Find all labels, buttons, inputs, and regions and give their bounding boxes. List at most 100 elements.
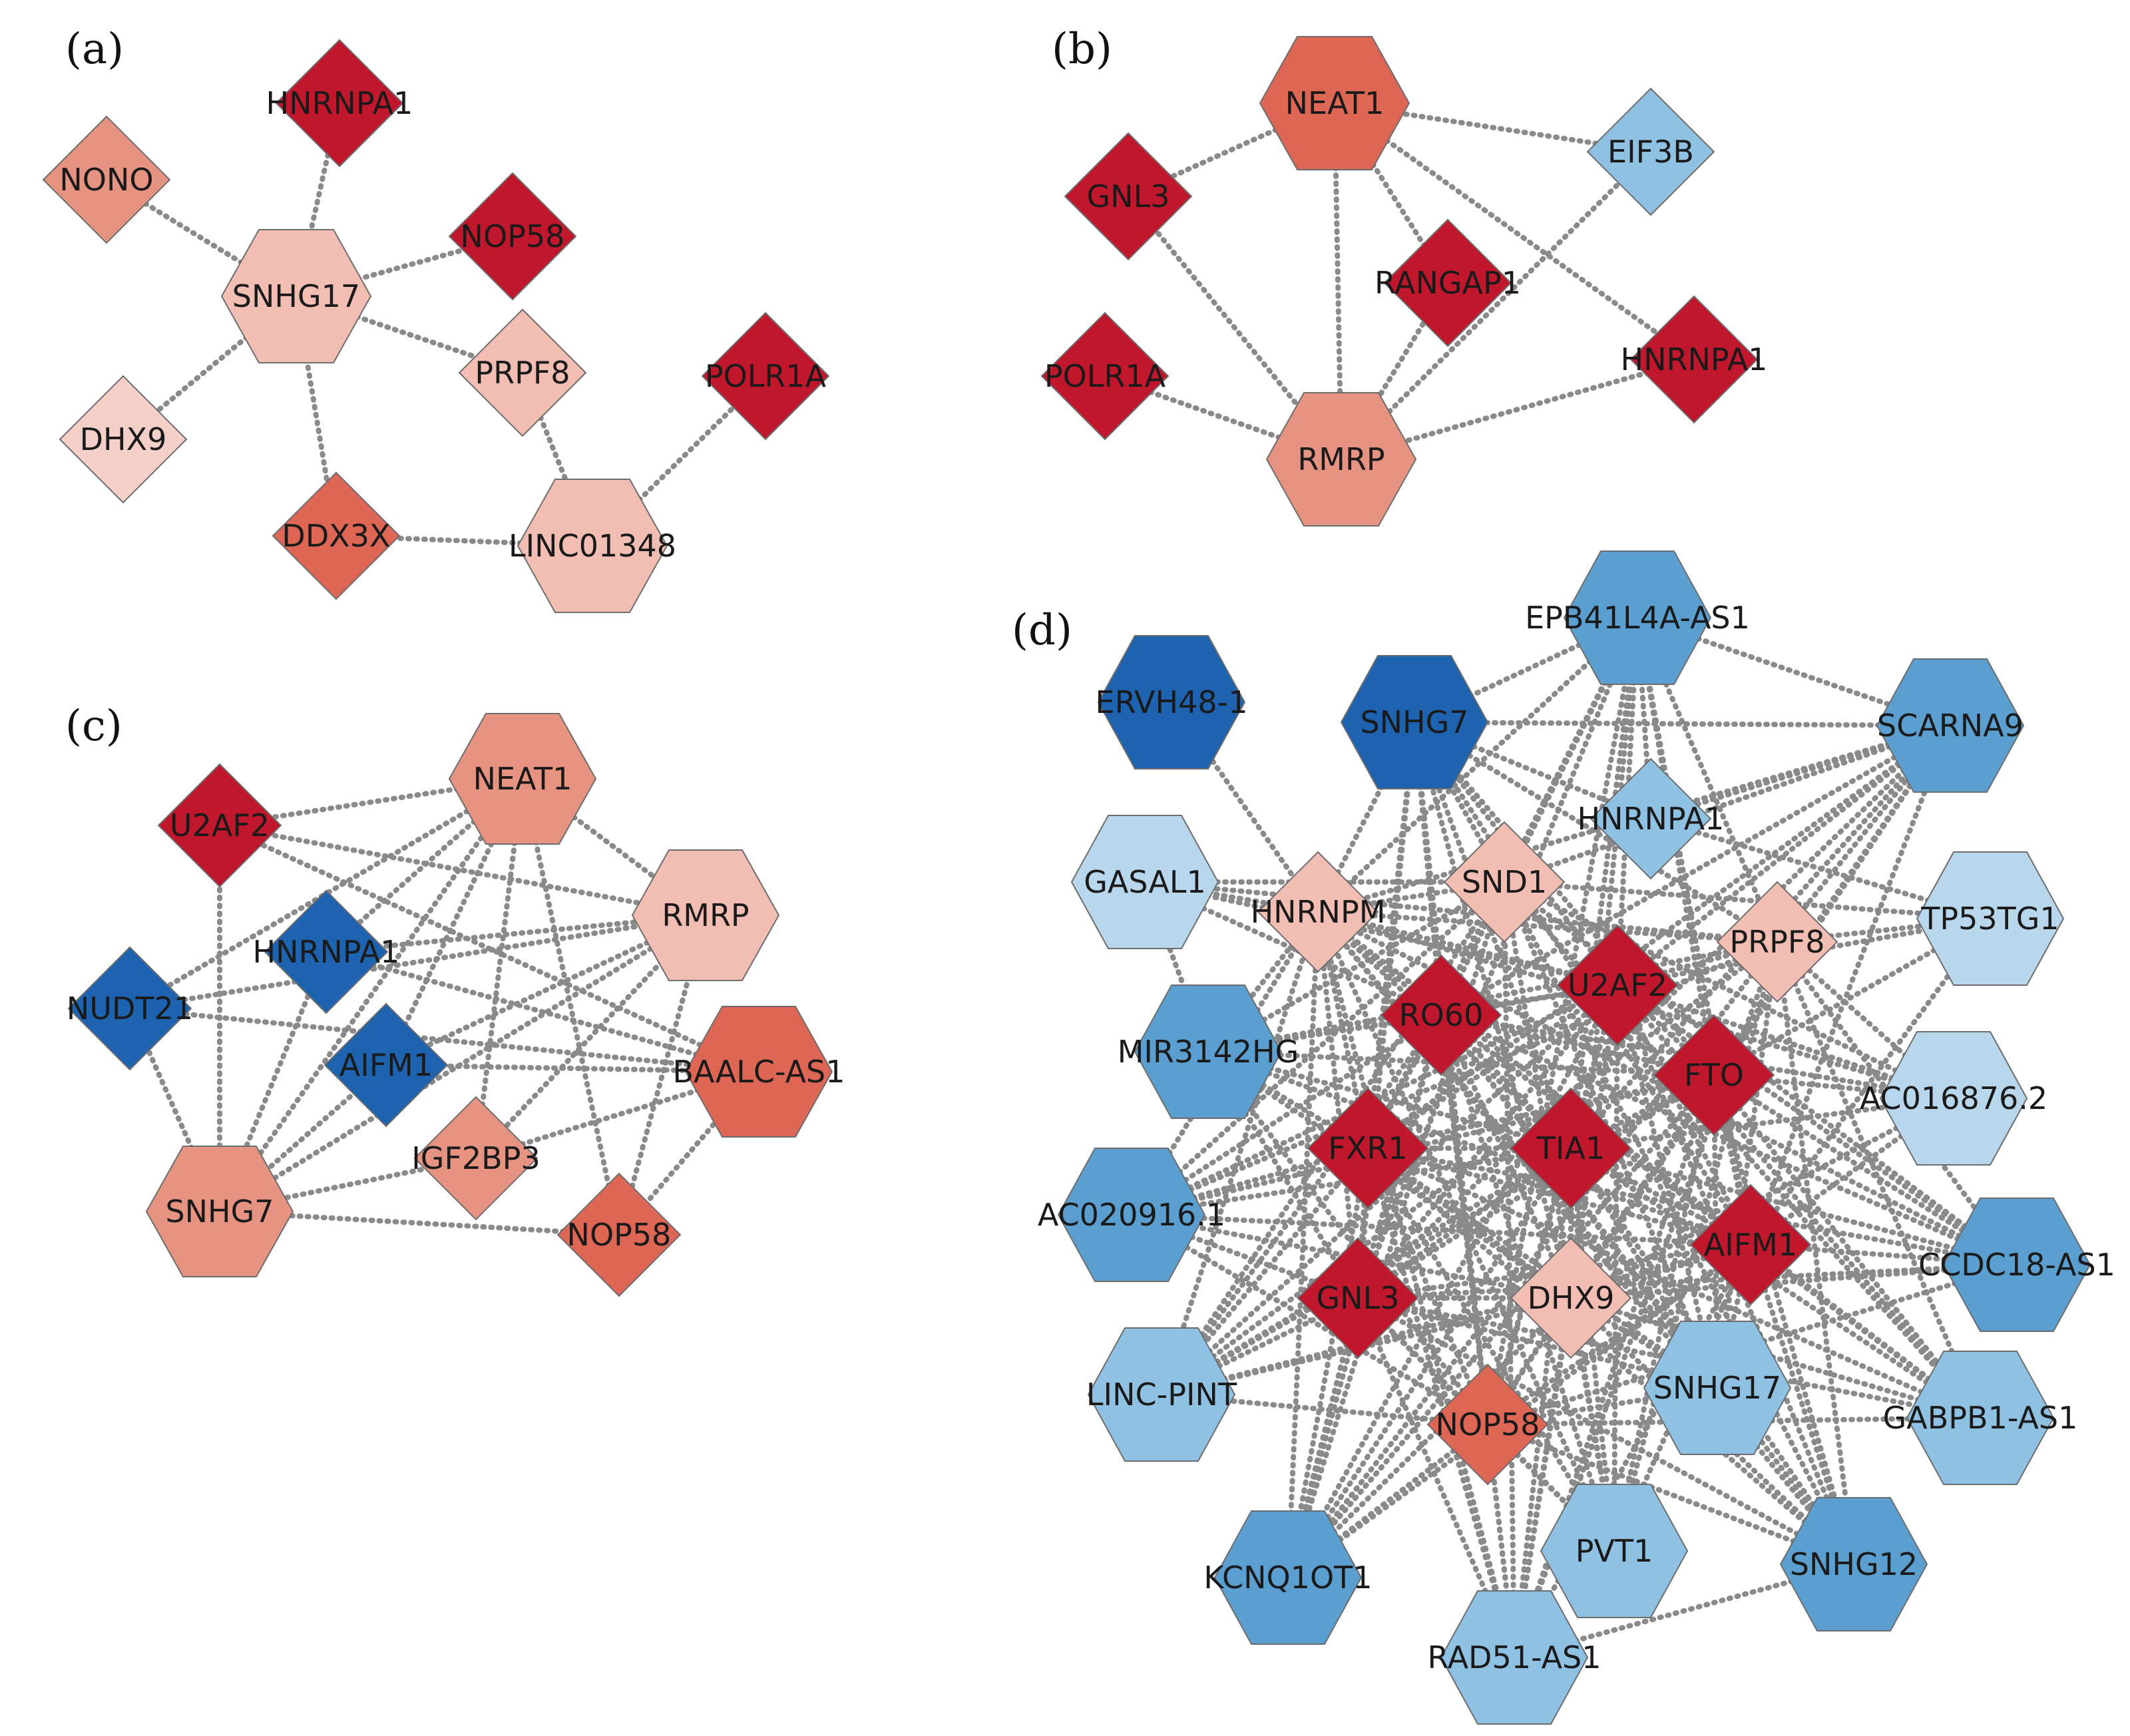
edge-d-rad51-as1-snd1: [1502, 879, 1517, 1660]
node-label: KCNQ1OT1: [1203, 1560, 1372, 1596]
node-d-epb41l4a-as1: EPB41L4A-AS1: [1525, 550, 1750, 685]
hexagon-node-shape: [145, 1146, 294, 1277]
node-label: HNRNPA1: [1621, 341, 1768, 377]
edge-c-rmrp-snhg7: [217, 913, 708, 1214]
hexagon-node-shape: [1440, 1590, 1589, 1725]
node-label: HNRNPA1: [253, 934, 400, 970]
edge-c-u2af2-rmrp: [217, 823, 708, 918]
hexagon-node-shape: [1097, 635, 1246, 769]
edge-d-gabpb1-as1-fxr1: [1365, 1146, 1983, 1420]
node-d-ac016876-2: AC016876.2: [1860, 1031, 2047, 1166]
node-label: EPB41L4A-AS1: [1525, 600, 1750, 636]
diamond-node-shape: [1426, 1363, 1549, 1486]
node-label: TP53TG1: [1920, 901, 2059, 937]
node-d-ervh48-1: ERVH48-1: [1096, 635, 1247, 769]
node-d-gabpb1-as1: GABPB1-AS1: [1883, 1351, 2077, 1485]
edge-d-linc-pint-prpf8: [1159, 939, 1780, 1397]
diamond-node-shape: [1510, 1087, 1632, 1209]
edge-d-hnrnpm-gnl3: [1315, 909, 1361, 1301]
node-b-neat1: NEAT1: [1259, 36, 1410, 170]
edge-d-aifm1-nop58: [1485, 1242, 1753, 1427]
edge-d-linc-pint-hnrnpm: [1159, 909, 1321, 1397]
node-label: SNHG17: [232, 278, 360, 314]
edge-d-u2af2-gnl3: [1355, 982, 1620, 1301]
node-c-nop58: NOP58: [556, 1172, 682, 1297]
node-label: HNRNPA1: [266, 85, 413, 121]
node-label: PRPF8: [475, 355, 570, 391]
diamond-node-shape: [1257, 851, 1379, 973]
node-c-rmrp: RMRP: [631, 849, 780, 981]
edge-d-tp53tg1-fto: [1711, 916, 1993, 1078]
diamond-node-shape: [59, 375, 188, 504]
hexagon-node-shape: [1070, 815, 1219, 949]
edge-d-snhg7-tia1: [1412, 720, 1574, 1151]
edge-d-scarna9-aifm1: [1748, 723, 1953, 1247]
node-a-hnrnpa1: HNRNPA1: [266, 39, 413, 168]
node-label: RAD51-AS1: [1427, 1639, 1601, 1675]
diamond-node-shape: [1040, 312, 1170, 441]
hexagon-node-shape: [1213, 1510, 1363, 1645]
edge-d-hnrnpm-u2af2: [1315, 909, 1620, 988]
node-label: RO60: [1399, 997, 1484, 1033]
diamond-node-shape: [323, 1002, 449, 1128]
node-label: NOP58: [1436, 1407, 1540, 1442]
node-label: SNHG7: [165, 1194, 274, 1229]
hexagon-node-shape: [1265, 392, 1417, 527]
hexagon-node-shape: [1134, 984, 1283, 1119]
diamond-node-shape: [1380, 954, 1502, 1076]
edge-d-tp53tg1-snd1: [1502, 879, 1993, 921]
node-label: DHX9: [1528, 1280, 1615, 1316]
edge-d-snhg12-prpf8: [1775, 939, 1856, 1567]
edge-d-pvt1-u2af2: [1611, 982, 1620, 1554]
node-a-ddx3x: DDX3X: [272, 471, 401, 600]
edge-d-gabpb1-as1-tia1: [1568, 1146, 1983, 1420]
edge-d-rad51-as1-dhx9: [1512, 1295, 1574, 1660]
node-label: NONO: [59, 162, 153, 198]
node-c-hnrnpa1: HNRNPA1: [253, 889, 400, 1014]
diamond-node-shape: [1307, 1087, 1429, 1209]
node-label: BAALC-AS1: [672, 1054, 845, 1090]
node-label: MIR3142HG: [1118, 1034, 1299, 1070]
node-a-prpf8: PRPF8: [458, 308, 587, 437]
panel-label-c: (c): [65, 702, 122, 751]
edge-d-epb41l4a-as1-hnrnpm: [1315, 615, 1640, 915]
hexagon-node-shape: [631, 849, 780, 981]
edge-d-kcnq1ot1-fto: [1285, 1072, 1717, 1580]
edge-d-gabpb1-as1-fto: [1711, 1072, 1983, 1420]
node-label: SCARNA9: [1877, 708, 2024, 744]
edge-d-mir3142hg-prpf8: [1205, 939, 1780, 1054]
edge-d-ccdc18-as1-nop58: [1485, 1262, 2020, 1427]
node-b-eif3b: EIF3B: [1586, 87, 1715, 216]
diamond-node-shape: [448, 172, 577, 301]
edge-d-fto-fxr1: [1365, 1072, 1717, 1151]
edge-d-scarna9-fxr1: [1365, 723, 1953, 1151]
node-d-linc-pint: LINC-PINT: [1086, 1327, 1237, 1462]
node-d-gasal1: GASAL1: [1070, 815, 1219, 949]
diamond-node-shape: [556, 1172, 682, 1297]
diamond-node-shape: [1510, 1237, 1632, 1359]
node-label: GNL3: [1317, 1280, 1400, 1316]
diamond-node-shape: [264, 889, 389, 1014]
edge-d-linc-pint-aifm1: [1159, 1242, 1753, 1397]
edge-c-neat1-aifm1: [383, 776, 525, 1068]
diamond-node-shape: [272, 471, 401, 600]
node-d-tp53tg1: TP53TG1: [1916, 851, 2065, 986]
diamond-node-shape: [413, 1096, 538, 1221]
node-c-igf2bp3: IGF2BP3: [411, 1096, 540, 1221]
diamond-node-shape: [1383, 218, 1512, 347]
hexagon-node-shape: [1906, 1351, 2055, 1485]
node-d-fto: FTO: [1653, 1014, 1775, 1136]
hexagon-node-shape: [1340, 655, 1489, 789]
node-label: HNRNPM: [1251, 894, 1386, 930]
node-d-snhg7: SNHG7: [1340, 655, 1489, 789]
hexagon-node-shape: [1643, 1321, 1792, 1455]
node-label: POLR1A: [1044, 358, 1166, 394]
node-d-fxr1: FXR1: [1307, 1087, 1429, 1209]
node-b-hnrnpa1: HNRNPA1: [1621, 295, 1768, 424]
node-d-ac020916-1: AC020916.1: [1038, 1148, 1225, 1282]
node-d-hnrnpm: HNRNPM: [1251, 851, 1386, 973]
diamond-node-shape: [701, 312, 830, 441]
edge-b-eif3b-rmrp: [1339, 149, 1653, 462]
